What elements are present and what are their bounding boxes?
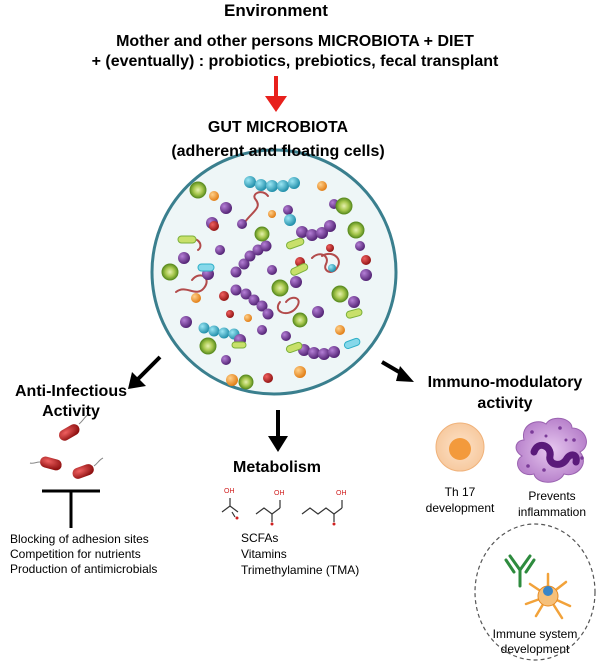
gut-microbiota-circle xyxy=(150,148,398,396)
environment-title: Environment xyxy=(224,1,328,20)
environment-line1: Mother and other persons MICROBIOTA + DI… xyxy=(116,33,474,50)
anti-infectious-title-line1: Anti-Infectious xyxy=(15,383,127,400)
gut-microbiota-title: GUT MICROBIOTA xyxy=(207,119,349,136)
immune-system-group xyxy=(474,523,596,661)
green-bacteria xyxy=(161,181,365,390)
antibody-icon xyxy=(504,554,536,588)
cyan-chain-bacteria xyxy=(198,176,300,340)
gut-microbiota-subtitle: (adherent and floating cells) xyxy=(171,143,385,160)
filament-bacteria xyxy=(175,191,340,315)
metabolism-list: SCFAs Vitamins Trimethylamine (TMA) xyxy=(241,530,359,578)
rod-bacteria xyxy=(177,235,363,354)
list-item: Trimethylamine (TMA) xyxy=(241,563,360,577)
environment-line2: + (eventually) : probiotics, prebiotics,… xyxy=(91,53,499,70)
list-item: Vitamins xyxy=(241,547,287,561)
list-item: Blocking of adhesion sites xyxy=(10,532,149,546)
neutrophil-icon xyxy=(515,417,587,483)
list-item: Production of antimicrobials xyxy=(10,562,158,576)
oxygen-marks xyxy=(235,516,336,526)
cyan-cocci xyxy=(284,214,336,272)
dendritic-cell-icon xyxy=(524,572,572,620)
anti-infectious-list: Blocking of adhesion sites Competition f… xyxy=(10,532,157,577)
scfa-structures xyxy=(221,498,343,522)
metabolism-title: Metabolism xyxy=(233,459,322,476)
red-arrow xyxy=(265,76,287,112)
black-arrow-heads xyxy=(128,366,414,452)
immuno-title-line1: Immuno-modulatory xyxy=(427,374,583,391)
orange-cocci xyxy=(191,181,345,386)
th17-label: Th 17 development xyxy=(410,484,510,516)
th17-label-line1: Th 17 xyxy=(444,485,476,499)
immune-system-label: Immune system development xyxy=(480,627,590,657)
list-item: SCFAs xyxy=(241,531,279,545)
prevents-inflammation-label: Prevents inflammation xyxy=(502,488,602,520)
immuno-title: Immuno-modulatory activity xyxy=(408,372,602,414)
red-cocci xyxy=(209,221,371,383)
immune-label-line2: development xyxy=(500,642,570,656)
prevents-label-line1: Prevents xyxy=(528,489,576,503)
chem-label-oh-3: OH xyxy=(336,490,347,497)
arrow-to-anti-infectious xyxy=(134,355,162,383)
prevents-label-line2: inflammation xyxy=(517,505,587,519)
th17-label-line2: development xyxy=(425,501,495,515)
anti-infectious-title: Anti-Infectious Activity xyxy=(0,382,142,422)
immuno-title-line2: activity xyxy=(477,395,533,412)
anti-infectious-title-line2: Activity xyxy=(42,403,100,420)
chem-label-oh-2: OH xyxy=(274,490,285,497)
pathogen-bacteria xyxy=(29,413,104,479)
list-item: Competition for nutrients xyxy=(10,547,141,561)
inhibition-symbol xyxy=(42,489,100,528)
chem-label-oh-1: OH xyxy=(224,488,235,495)
purple-chain-bacteria xyxy=(230,220,340,360)
immune-label-line1: Immune system xyxy=(492,627,578,641)
th17-cell-icon xyxy=(435,422,485,472)
